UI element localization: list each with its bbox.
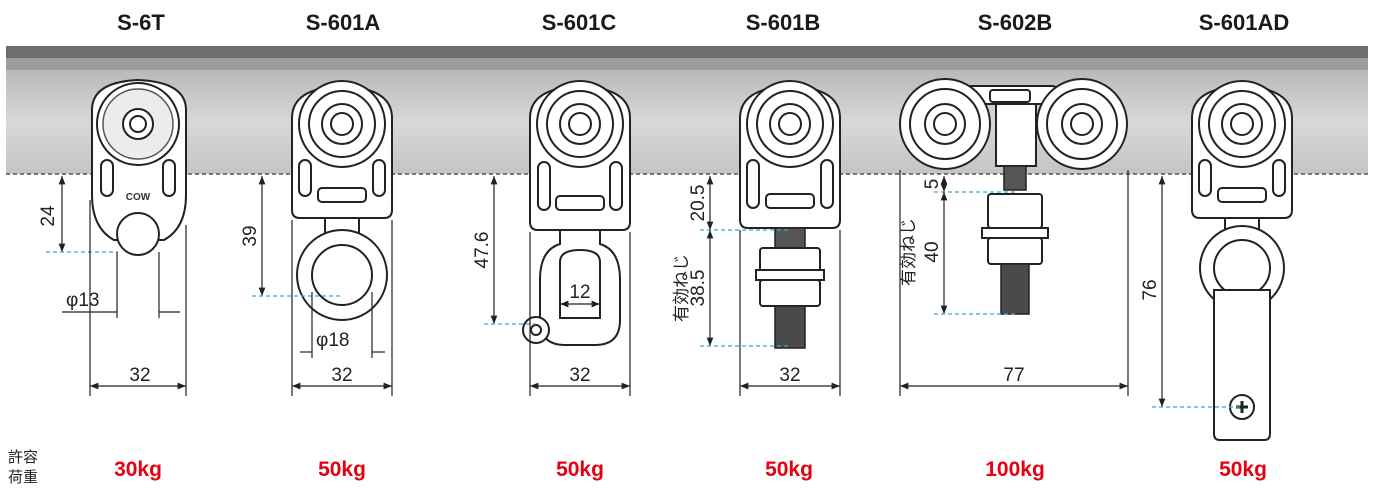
rail <box>6 46 1368 175</box>
dimension-labels: 24 φ13 32 39 φ18 32 47.6 12 32 20.5 有効ねじ… <box>38 179 1161 386</box>
hanger-s-601a <box>291 80 393 321</box>
model-name-s-601b: S-601B <box>745 10 821 35</box>
load-s-602b: 100kg <box>985 458 1045 481</box>
load-s-601a: 50kg <box>318 458 366 481</box>
load-s-601b: 50kg <box>765 458 813 481</box>
load-label-line1: 許容 <box>8 449 39 466</box>
dim-s-6t-width: 32 <box>129 365 150 386</box>
model-name-s-601a: S-601A <box>305 10 381 35</box>
hanger-s-6t: COW <box>91 78 187 256</box>
dim-s-601a-height: 39 <box>240 225 261 246</box>
cow-mark: COW <box>126 192 151 203</box>
dim-s-601c-opening: 12 <box>569 282 590 303</box>
dim-s-602b-thread-label: 有効ねじ <box>899 218 918 286</box>
dim-s-6t-height: 24 <box>38 205 59 227</box>
dim-s-602b-width: 77 <box>1003 365 1024 386</box>
hanger-s-602b <box>899 78 1128 315</box>
model-name-s-601ad: S-601AD <box>1198 10 1290 35</box>
dim-s-601b-height: 20.5 <box>688 185 709 222</box>
dim-s-601c-height: 47.6 <box>472 232 493 269</box>
dim-s-601b-thread-label: 有効ねじ <box>672 254 691 322</box>
hanger-s-601c <box>522 80 631 346</box>
load-s-601ad: 50kg <box>1219 458 1267 481</box>
load-s-601c: 50kg <box>556 458 604 481</box>
dim-s-601ad-height: 76 <box>1140 279 1161 300</box>
model-name-s-602b: S-602B <box>977 10 1053 35</box>
hanger-s-601b <box>739 80 841 349</box>
dim-s-601c-width: 32 <box>569 365 590 386</box>
model-name-s-6t: S-6T <box>117 10 165 35</box>
dim-s-601a-ring: φ18 <box>316 330 349 351</box>
dim-s-6t-hole: φ13 <box>66 290 99 311</box>
dim-s-601a-width: 32 <box>331 365 352 386</box>
dim-s-602b-thread: 40 <box>922 241 943 262</box>
load-s-6t: 30kg <box>114 458 162 481</box>
dim-s-602b-height: 5 <box>922 179 943 190</box>
load-label-line2: 荷重 <box>8 469 39 486</box>
hanger-s-601ad <box>1191 80 1293 441</box>
dim-s-601b-thread: 38.5 <box>688 270 709 307</box>
model-name-s-601c: S-601C <box>541 10 617 35</box>
dim-s-601b-width: 32 <box>779 365 800 386</box>
dimensions <box>46 170 1242 408</box>
